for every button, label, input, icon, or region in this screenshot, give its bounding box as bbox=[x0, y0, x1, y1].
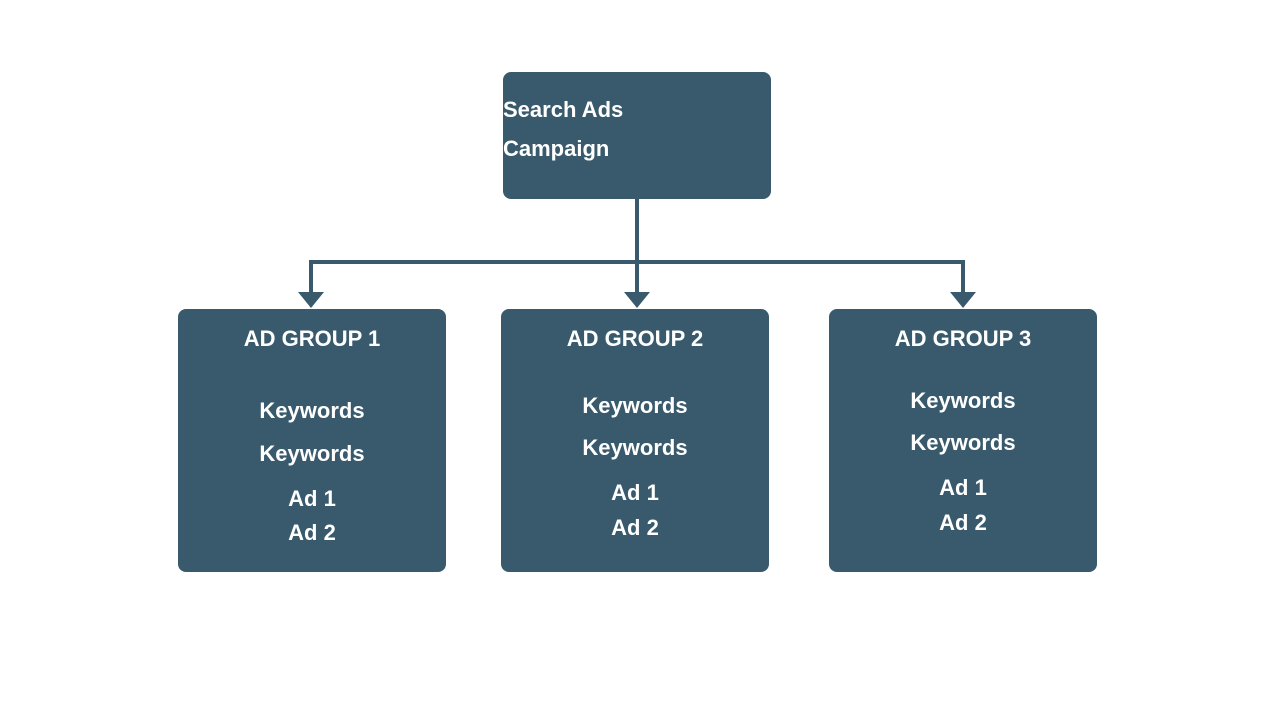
root-node-search-ads-campaign bbox=[503, 72, 771, 199]
ad-group-keyword: Keywords bbox=[259, 398, 365, 423]
root-title-line-2: Campaign bbox=[503, 136, 610, 161]
ad-group-keyword: Keywords bbox=[910, 388, 1016, 413]
arrowhead-group-3 bbox=[950, 292, 976, 308]
ad-group-keyword: Keywords bbox=[910, 430, 1016, 455]
ad-group-keyword: Keywords bbox=[259, 441, 365, 466]
ad-group-keyword: Keywords bbox=[582, 435, 688, 460]
ad-group-node-2: AD GROUP 2 Keywords Keywords Ad 1 Ad 2 bbox=[501, 309, 769, 572]
ad-group-ad: Ad 2 bbox=[288, 520, 336, 545]
arrowhead-group-2 bbox=[624, 292, 650, 308]
ad-group-ad: Ad 2 bbox=[611, 515, 659, 540]
arrowhead-group-1 bbox=[298, 292, 324, 308]
ad-group-ad: Ad 1 bbox=[611, 480, 659, 505]
ad-group-ad: Ad 2 bbox=[939, 510, 987, 535]
ad-group-title: AD GROUP 1 bbox=[243, 326, 381, 351]
ad-group-title: AD GROUP 2 bbox=[566, 326, 704, 351]
ad-group-ad: Ad 1 bbox=[288, 486, 336, 511]
ad-group-title: AD GROUP 3 bbox=[894, 326, 1032, 351]
root-title-line-1: Search Ads bbox=[503, 97, 624, 122]
ad-group-node-3: AD GROUP 3 Keywords Keywords Ad 1 Ad 2 bbox=[829, 309, 1097, 572]
ad-group-ad: Ad 1 bbox=[939, 475, 987, 500]
ad-group-node-1: AD GROUP 1 Keywords Keywords Ad 1 Ad 2 bbox=[178, 309, 446, 572]
ad-group-keyword: Keywords bbox=[582, 393, 688, 418]
